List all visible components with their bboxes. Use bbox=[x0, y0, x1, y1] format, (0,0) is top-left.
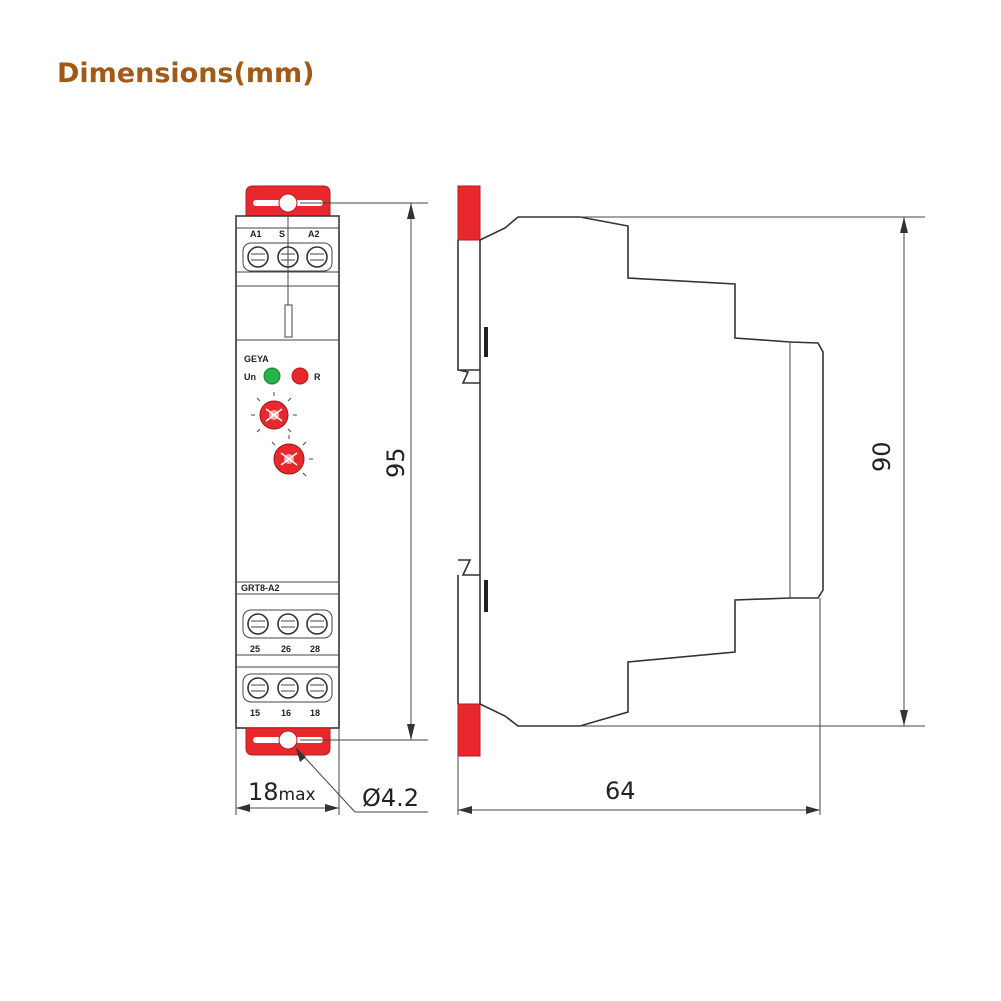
terminal-label-28: 28 bbox=[310, 644, 320, 654]
middle-terminal-screws bbox=[242, 609, 333, 639]
height-90-label: 90 bbox=[868, 441, 896, 472]
side-top-clip bbox=[457, 185, 481, 241]
side-view bbox=[457, 185, 824, 757]
terminal-label-18: 18 bbox=[310, 708, 320, 718]
bottom-terminal-screws bbox=[242, 673, 333, 703]
side-height-dimension: 90 bbox=[580, 216, 925, 727]
terminal-label-26: 26 bbox=[281, 644, 291, 654]
green-led-icon bbox=[263, 367, 281, 385]
bottom-clip-hole bbox=[278, 730, 298, 750]
terminal-label-15: 15 bbox=[250, 708, 260, 718]
height-95-label: 95 bbox=[382, 447, 410, 478]
terminal-label-16: 16 bbox=[281, 708, 291, 718]
depth-64-label: 64 bbox=[605, 777, 636, 805]
hole-diameter-label: Ø4.2 bbox=[362, 784, 419, 812]
time-setting-dial-icon bbox=[271, 435, 313, 477]
width-18-value: 18 bbox=[248, 778, 279, 806]
terminal-label-a2: A2 bbox=[308, 229, 320, 239]
page-title: Dimensions(mm) bbox=[57, 58, 315, 89]
top-clip-hole bbox=[278, 193, 298, 213]
time-range-dial-icon bbox=[251, 392, 297, 433]
led-label-un: Un bbox=[244, 372, 256, 382]
hole-dimension: Ø4.2 bbox=[295, 747, 428, 813]
brand-logo: GEYA bbox=[244, 354, 269, 364]
front-width-dimension: 18max bbox=[235, 728, 340, 815]
side-bottom-clip bbox=[457, 703, 481, 757]
led-label-r: R bbox=[314, 372, 321, 382]
front-height-dimension: 95 bbox=[300, 202, 428, 741]
side-body-outline bbox=[479, 216, 824, 727]
side-depth-dimension: 64 bbox=[457, 598, 821, 815]
model-label: GRT8-A2 bbox=[241, 583, 280, 593]
top-terminal-screws bbox=[242, 242, 333, 272]
width-max-suffix: max bbox=[279, 785, 316, 805]
terminal-label-s: S bbox=[279, 229, 285, 239]
front-view: A1 S A2 GEYA Un R bbox=[235, 185, 340, 756]
width-18-label: 18max bbox=[248, 778, 316, 806]
red-led-icon bbox=[291, 367, 309, 385]
terminal-label-25: 25 bbox=[250, 644, 260, 654]
terminal-label-a1: A1 bbox=[250, 229, 262, 239]
